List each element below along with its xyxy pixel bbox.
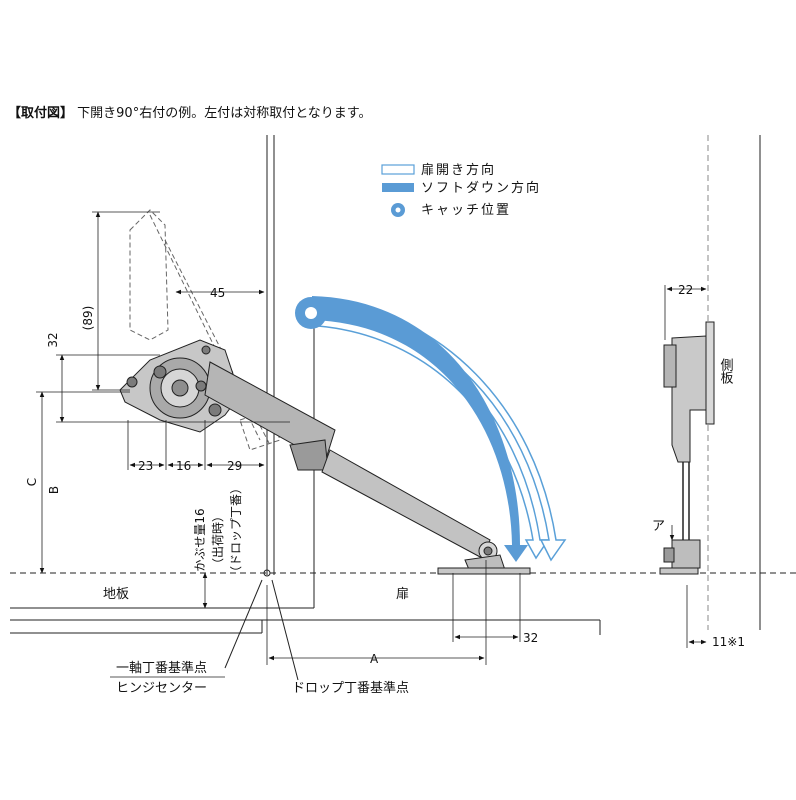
- soft-down-arrow: [295, 296, 528, 562]
- part-labels: 地板 扉 側板 ア 一軸丁番基準点 ヒンジセンター ドロップ丁番基準点: [103, 358, 733, 696]
- dim-89: (89): [81, 306, 95, 331]
- cabinet-lines: [10, 135, 796, 635]
- single-hinge-ref-label: 一軸丁番基準点: [116, 660, 207, 676]
- dim-c: C: [25, 478, 39, 486]
- legend-open-label: 扉開き方向: [421, 162, 496, 178]
- dim-45: 45: [210, 286, 225, 300]
- legend-soft-label: ソフトダウン方向: [421, 180, 541, 196]
- dim-16: 16: [176, 459, 191, 473]
- legend-catch-label: キャッチ位置: [421, 203, 511, 218]
- floor-board-label: 地板: [103, 587, 129, 602]
- hinge-mechanism: [119, 339, 531, 575]
- overlay-labels: かぶせ量16 （出荷時） （ドロップ丁番）: [193, 482, 243, 578]
- dim-29: 29: [227, 459, 242, 473]
- caption-text: 下開き90°右付の例。左付は対称取付となります。: [77, 106, 372, 121]
- dimension-lines: [36, 211, 707, 665]
- shipping-label: （出荷時）: [211, 510, 225, 570]
- side-board-label: 側板: [718, 358, 734, 385]
- dim-22: 22: [678, 283, 693, 297]
- legend: 扉開き方向 ソフトダウン方向 キャッチ位置: [381, 162, 541, 218]
- hinge-center-label: ヒンジセンター: [116, 681, 207, 696]
- door-label: 扉: [396, 586, 409, 602]
- caption-bracket: 【取付図】: [8, 106, 74, 121]
- drop-hinge-ref-label: ドロップ丁番基準点: [292, 680, 409, 696]
- diagram-caption: 【取付図】 下開き90°右付の例。左付は対称取付となります。: [8, 102, 372, 121]
- dim-11: 11※1: [712, 635, 745, 649]
- dim-a: A: [370, 652, 379, 666]
- dim-32-top: 32: [46, 332, 60, 347]
- reference-points: [224, 569, 299, 681]
- dimension-texts: 45 (89) 32 23 16 29 C B 32 A 22 11※1: [25, 283, 745, 666]
- drop-hinge-paren-label: （ドロップ丁番）: [229, 482, 243, 578]
- legend-open-swatch: [381, 164, 415, 175]
- dim-23: 23: [138, 459, 153, 473]
- overlay-amount-label: かぶせ量16: [193, 508, 207, 571]
- dim-32-bottom: 32: [523, 631, 538, 645]
- side-view-hinge: [659, 321, 715, 575]
- dim-b: B: [47, 486, 61, 494]
- legend-soft-swatch: [382, 183, 414, 192]
- arrow-a-label: ア: [652, 519, 665, 534]
